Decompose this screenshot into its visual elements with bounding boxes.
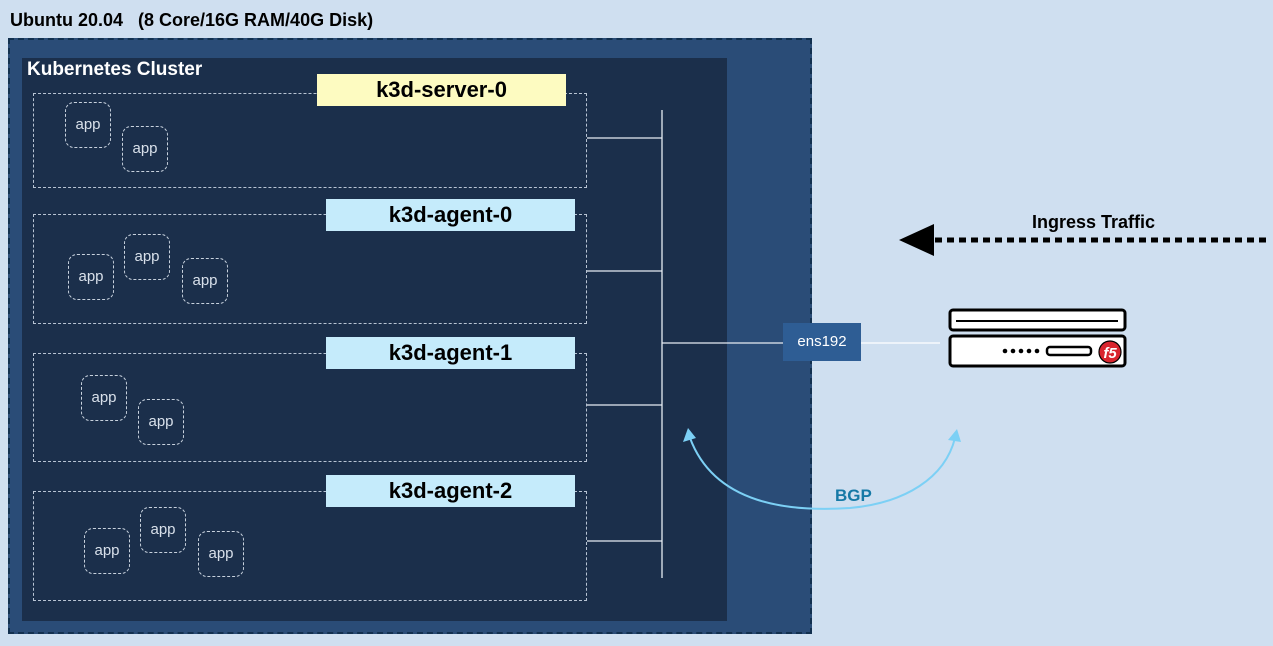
f5-appliance-icon: f5	[948, 308, 1127, 368]
app-pod: app	[198, 531, 244, 577]
f5-logo-badge	[1098, 340, 1122, 364]
app-pod: app	[122, 126, 168, 172]
node-label-agent-0: k3d-agent-0	[326, 199, 575, 231]
host-title: Ubuntu 20.04 (8 Core/16G RAM/40G Disk)	[10, 10, 374, 30]
app-pod: app	[138, 399, 184, 445]
node-box-server-0	[33, 93, 587, 188]
app-pod: app	[81, 375, 127, 421]
node-label-agent-2: k3d-agent-2	[326, 475, 575, 507]
ingress-traffic-label: Ingress Traffic	[1032, 212, 1156, 232]
bgp-arrow-head-right	[948, 429, 961, 442]
ingress-arrow-head	[899, 224, 934, 256]
bgp-curve	[689, 437, 956, 510]
app-pod: app	[124, 234, 170, 280]
app-pod: app	[68, 254, 114, 300]
app-pod: app	[84, 528, 130, 574]
bgp-arrow-head-left	[683, 428, 696, 442]
node-box-agent-0	[33, 214, 587, 324]
node-box-agent-2	[33, 491, 587, 601]
bgp-label: BGP	[835, 486, 872, 505]
node-label-server-0: k3d-server-0	[317, 74, 566, 106]
cluster-title: Kubernetes Cluster	[27, 59, 203, 80]
app-pod: app	[65, 102, 111, 148]
ens192-interface: ens192	[783, 323, 861, 361]
node-label-agent-1: k3d-agent-1	[326, 337, 575, 369]
app-pod: app	[140, 507, 186, 553]
node-box-agent-1	[33, 353, 587, 462]
app-pod: app	[182, 258, 228, 304]
f5-logo-text: f5	[1103, 345, 1117, 362]
